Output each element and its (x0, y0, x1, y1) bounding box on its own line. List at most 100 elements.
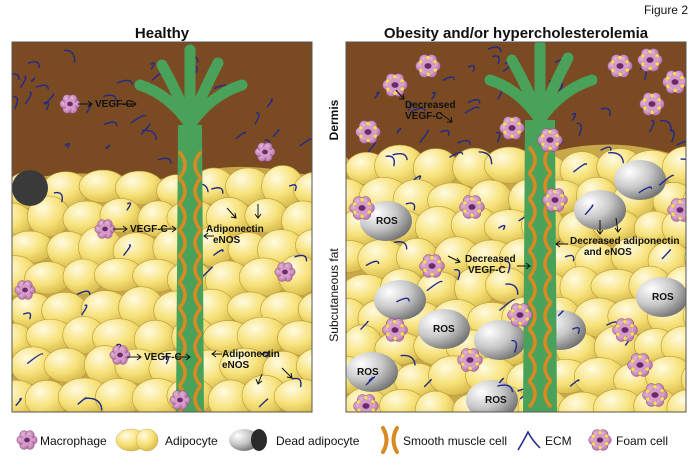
ecm-fiber (81, 304, 88, 316)
macrophages-left (14, 94, 296, 410)
ecm-fiber (393, 241, 408, 250)
foam-cell (382, 73, 408, 97)
ecm-fiber (449, 151, 464, 158)
smooth-muscle-cell (178, 359, 202, 387)
dead-adipocyte (418, 309, 470, 349)
ecm-fiber (86, 397, 103, 411)
foam-cell (382, 318, 408, 342)
ecm-fiber (27, 61, 40, 68)
ros-label-5: ROS (485, 395, 507, 406)
ecm-fiber (15, 397, 22, 406)
foam-cell (457, 348, 483, 372)
adiponectin-label-mid-left: Adiponectin (206, 224, 264, 235)
ecm-fiber (360, 320, 369, 330)
ecm-fiber (392, 153, 408, 161)
foam-cell (459, 195, 485, 219)
adipocyte (12, 301, 14, 316)
smooth-muscle-cell (178, 229, 202, 257)
legend-ecm-label: ECM (545, 434, 572, 448)
adipocyte (293, 172, 312, 208)
ecm-fiber (608, 152, 625, 164)
right-panel-title: Obesity and/or hypercholesterolemia (384, 25, 649, 42)
ecm-fiber (505, 283, 519, 295)
ecm-fiber (498, 224, 506, 231)
foam-cell (607, 54, 633, 78)
ros-label-2: ROS (433, 324, 455, 335)
macrophage (274, 262, 296, 282)
dead-adipocyte (474, 320, 526, 360)
adipocyte (681, 366, 686, 393)
ecm-fiber (385, 155, 395, 167)
ecm-fiber (103, 121, 118, 127)
adipocyte (666, 389, 686, 412)
ecm-fiber (669, 129, 675, 143)
dead-adipocyte (636, 277, 686, 317)
ecm-fiber (454, 269, 461, 281)
adiponectin-label-bottom-left: Adiponectin (222, 349, 280, 360)
foam-cell (355, 120, 381, 144)
dead-adipocyte (12, 170, 48, 206)
legend: Macrophage Adipocyte Dead adipocyte Smoo… (16, 426, 668, 454)
adipocyte (273, 378, 312, 412)
right-annotations: Decreased VEGF-C Decreased VEGF-C Decrea… (395, 89, 679, 276)
macrophage-icon (16, 430, 38, 450)
ecm-fibers-left (12, 49, 312, 411)
vegf-label-bottom-left: VEGF-C (144, 352, 182, 363)
legend-adipocyte-label: Adipocyte (165, 434, 218, 448)
enos-label-mid-left: eNOS (213, 235, 241, 246)
ecm-fiber (499, 298, 515, 311)
ecm-fiber (658, 174, 674, 186)
macrophage (109, 345, 131, 365)
foam-cell (667, 198, 686, 222)
ecm-fiber (497, 384, 514, 393)
ecm-fiber (44, 93, 55, 106)
ros-label-3: ROS (652, 292, 674, 303)
ecm-fiber (464, 106, 480, 114)
adipocyte (682, 306, 686, 326)
ecm-fiber (396, 297, 410, 303)
ecm-fiber (365, 376, 376, 386)
adipocyte (295, 229, 312, 262)
foam-cells-right (349, 48, 686, 412)
ecm-fiber (638, 186, 653, 194)
ecm-fiber (572, 327, 580, 334)
smooth-muscle-cell (528, 302, 552, 330)
foam-cell (637, 48, 663, 72)
smooth-muscle-cell (178, 307, 202, 335)
ros-label-1: ROS (376, 216, 398, 227)
ecm-fiber (254, 112, 260, 125)
ecm-fiber (43, 101, 50, 111)
foam-cell (353, 394, 379, 412)
enos-label-bottom-left: eNOS (222, 360, 250, 371)
left-annotations: VEGF-C VEGF-C Adiponectin eNOS VEGF-C Ad… (78, 99, 293, 385)
ecm-fiber (600, 107, 611, 117)
foam-cell (537, 128, 563, 152)
ecm-fiber (419, 129, 429, 143)
smooth-muscle-cell (528, 250, 552, 278)
ecm-fiber (19, 75, 27, 88)
foam-cell (542, 188, 568, 212)
ecm-fiber (410, 107, 426, 113)
decreased-adiponectin-label: Decreased adiponectin (570, 236, 679, 247)
legend-dead-adipocyte-label: Dead adipocyte (276, 434, 360, 448)
subcutaneous-fat-label: Subcutaneous fat (327, 248, 341, 342)
smooth-muscle-cell (178, 203, 202, 231)
ecm-fiber (235, 131, 247, 140)
ecm-fiber (405, 202, 416, 211)
decreased-label-top-right: Decreased (405, 100, 456, 111)
ecm-fiber (27, 353, 44, 364)
ecm-fiber (266, 98, 274, 108)
smooth-muscle-cell (528, 380, 552, 408)
ecm-fiber (201, 266, 213, 278)
ecm-fiber (571, 112, 577, 121)
ecm-fiber (573, 163, 588, 173)
ecm-fiber (213, 249, 224, 256)
foam-cell-icon (588, 429, 612, 451)
ecm-fiber (22, 312, 32, 320)
dead-adipocyte (614, 160, 666, 200)
foam-cell (662, 70, 686, 94)
ecm-fiber (77, 397, 87, 405)
decreased-label-mid-right: Decreased (465, 254, 516, 265)
ecm-fiber (431, 91, 436, 100)
